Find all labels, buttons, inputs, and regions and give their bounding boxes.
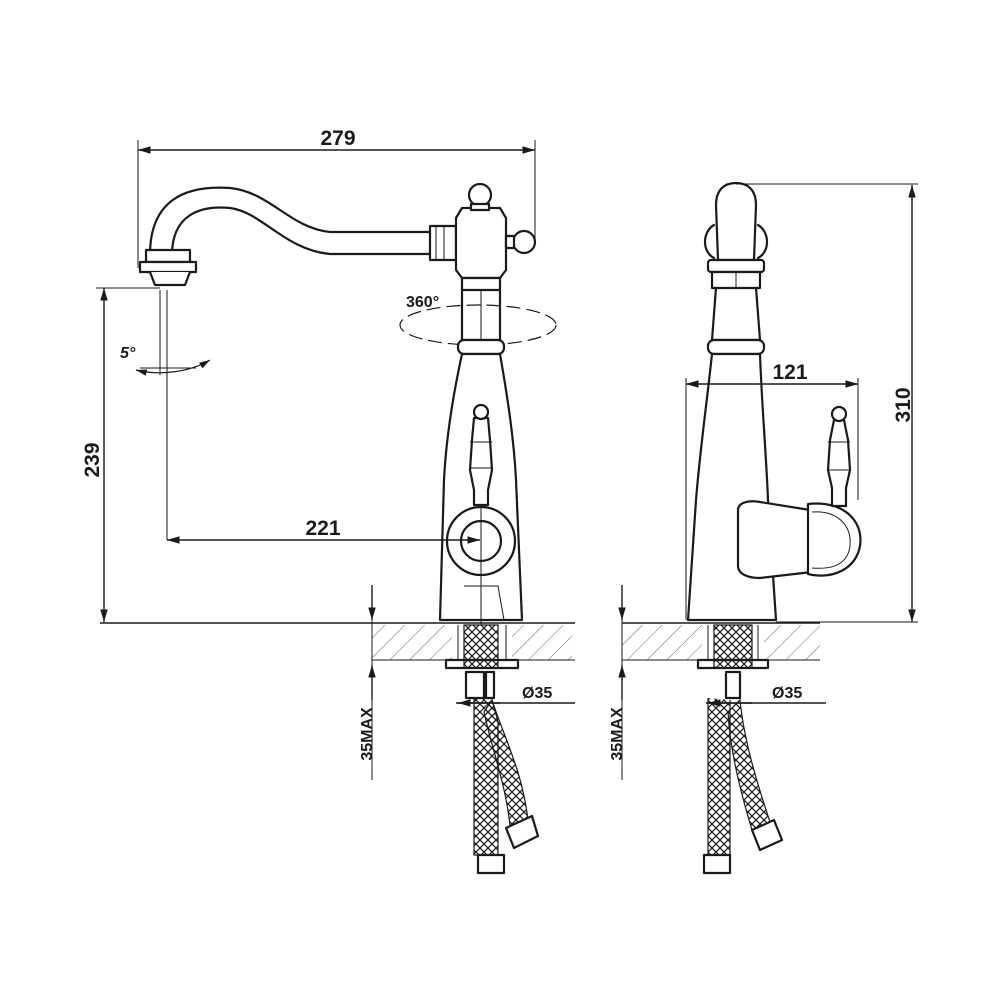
dim-spout-reach: 221 — [167, 517, 480, 544]
dim-overall-height: 310 — [736, 183, 918, 623]
dim-deck-left: 35MAX Ø35 — [359, 585, 575, 780]
dim-overall-width: 279 — [137, 127, 536, 268]
deck-right — [622, 622, 820, 875]
label-dia35-left: Ø35 — [522, 685, 552, 702]
dim-label-221: 221 — [305, 517, 340, 540]
dim-label-121: 121 — [772, 361, 807, 384]
label-35max-right: 35MAX — [609, 707, 626, 761]
label-dia35-right: Ø35 — [772, 685, 802, 702]
dim-deck-right: 35MAX Ø35 — [609, 585, 826, 780]
side-view: 121 310 — [609, 181, 918, 875]
label-5-deg: 5° — [120, 345, 136, 362]
faucet-head — [454, 182, 537, 345]
faucet-body — [438, 288, 524, 655]
label-35max-left: 35MAX — [359, 707, 376, 761]
front-view: 279 360° — [81, 127, 575, 875]
deck-left — [100, 622, 575, 875]
dim-label-239: 239 — [81, 442, 104, 477]
dim-label-279: 279 — [320, 127, 355, 150]
dim-spout-angle: 5° — [120, 290, 211, 540]
side-body — [686, 286, 862, 622]
dim-height-outlet: 239 — [81, 287, 160, 622]
dim-label-310: 310 — [892, 387, 915, 422]
rotation-indicator: 360° — [399, 294, 557, 346]
side-head — [703, 181, 769, 290]
label-360: 360° — [406, 294, 439, 311]
spout — [138, 186, 458, 287]
dim-handle-offset: 121 — [685, 361, 859, 620]
